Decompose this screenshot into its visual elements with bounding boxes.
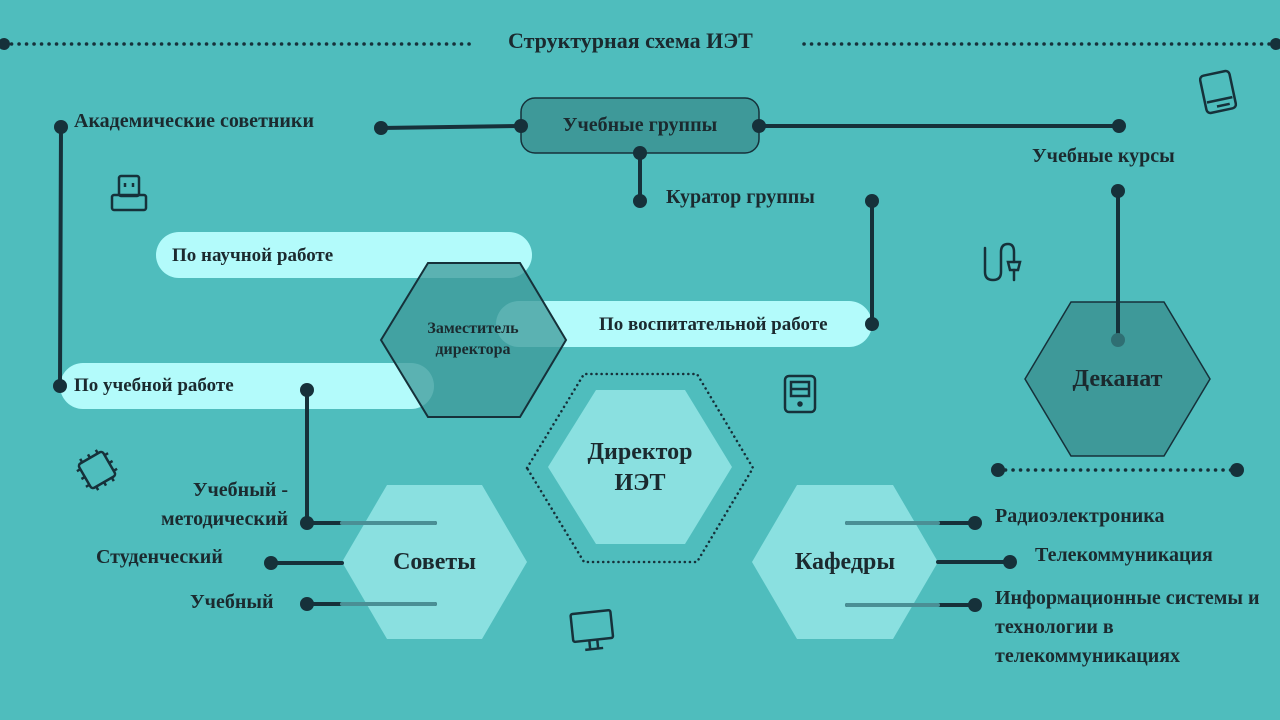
deanery-label: Деканат (1072, 366, 1163, 392)
connector-dots (53, 119, 1244, 612)
plug-icon (983, 242, 1022, 282)
courses-label: Учебные курсы (1032, 145, 1175, 167)
deanery-hexagon (1024, 301, 1211, 457)
research-label: По научной работе (172, 245, 334, 266)
phone-icon (1198, 69, 1238, 115)
departments-label: Кафедры (794, 549, 896, 575)
council-item: Студенческий (96, 546, 223, 568)
department-item: Информационные системы и технологии в те… (995, 587, 1260, 667)
title-rule (0, 38, 1280, 50)
device-icon (783, 374, 817, 414)
pill-educational-work (496, 301, 872, 347)
deanery-dot (1111, 333, 1125, 347)
study-groups-label: Учебные группы (562, 114, 718, 136)
monitor-icon (569, 608, 615, 652)
council-item: Учебный - методический (161, 479, 288, 530)
deputy-label: Заместитель директора (427, 320, 519, 358)
councils-label: Советы (393, 549, 476, 575)
academic-advisors-label: Академические советники (74, 110, 314, 132)
usb-icon (110, 174, 148, 212)
director-hexagon (548, 390, 732, 544)
pill-academic-work (60, 363, 434, 409)
council-item: Учебный (190, 591, 274, 613)
director-outline (525, 372, 755, 564)
chip-icon (76, 449, 118, 491)
group-curator-label: Куратор группы (666, 186, 815, 208)
educational-work-label: По воспитательной работе (599, 314, 828, 335)
department-item: Телекоммуникация (1035, 544, 1213, 566)
page-title: Структурная схема ИЭТ (506, 28, 755, 54)
deputy-hexagon (379, 262, 568, 418)
academic-work-label: По учебной работе (74, 375, 234, 396)
faded-connectors (340, 521, 940, 607)
department-item: Радиоэлектроника (995, 505, 1165, 527)
director-label: Директор ИЭТ (587, 439, 693, 496)
